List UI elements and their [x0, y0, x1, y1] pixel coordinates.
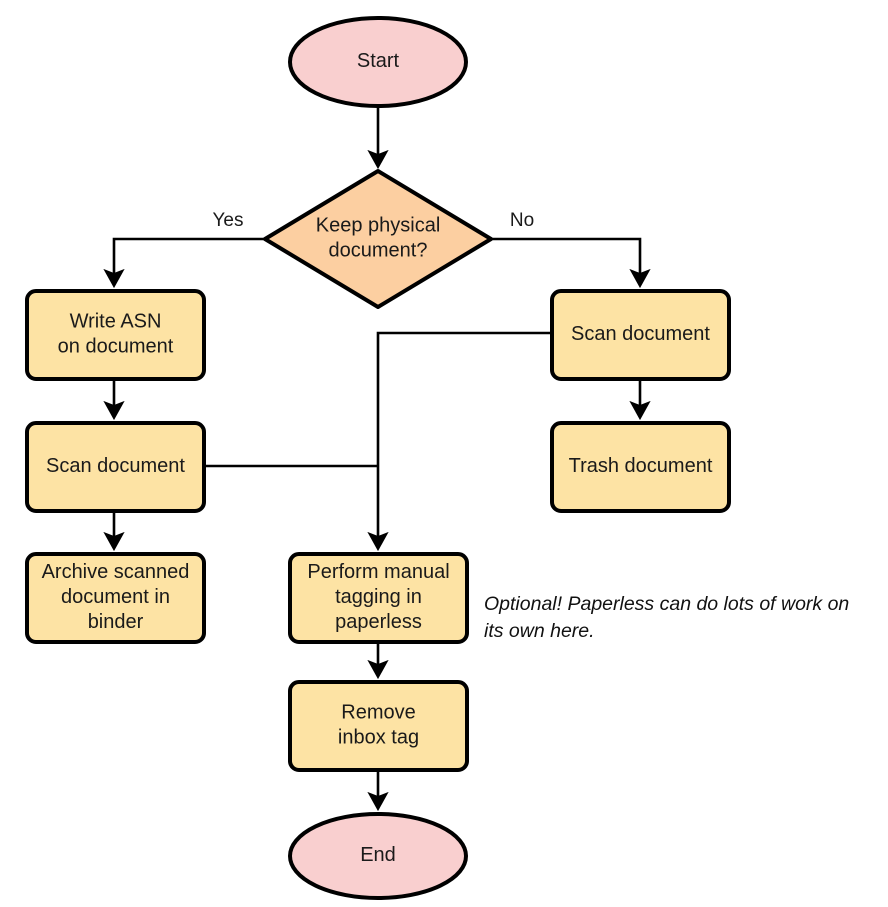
node-label: Scan document: [46, 455, 185, 477]
edge-label-decision-yes: Yes: [213, 210, 244, 231]
edge-path: [367, 331, 552, 552]
node-shape-ellipse: [288, 16, 468, 108]
node-label: Scan document: [571, 323, 710, 345]
edge-decision-no: No: [491, 210, 651, 289]
node-shape-ellipse: [288, 812, 468, 900]
edge-path: [103, 237, 265, 289]
node-scan-left[interactable]: Scan document: [25, 421, 206, 513]
edge-decision-yes: Yes: [103, 210, 265, 289]
node-label: Trash document: [569, 455, 713, 477]
node-shape-rect: [25, 421, 206, 513]
edges-layer: Yes No: [103, 106, 651, 812]
node-label: Start: [357, 50, 400, 72]
node-scan-right[interactable]: Scan document: [550, 289, 731, 381]
node-shape-rect: [288, 552, 469, 644]
annotation-optional-note: Optional! Paperless can do lots of work …: [484, 593, 849, 642]
node-shape-diamond: [263, 169, 493, 309]
node-shape-rect: [25, 552, 206, 644]
node-start[interactable]: Start: [288, 16, 468, 108]
node-label: End: [360, 844, 396, 866]
node-end[interactable]: End: [288, 812, 468, 900]
node-shape-rect: [25, 289, 206, 381]
node-shape-rect: [288, 680, 469, 772]
edge-scan-right-to-tagging: [367, 331, 552, 552]
annotations-layer: Optional! Paperless can do lots of work …: [484, 593, 849, 642]
node-trash[interactable]: Trash document: [550, 421, 731, 513]
node-shape-rect: [550, 289, 731, 381]
node-shape-rect: [550, 421, 731, 513]
edge-path: [491, 237, 651, 289]
edge-label-decision-no: No: [510, 210, 534, 231]
